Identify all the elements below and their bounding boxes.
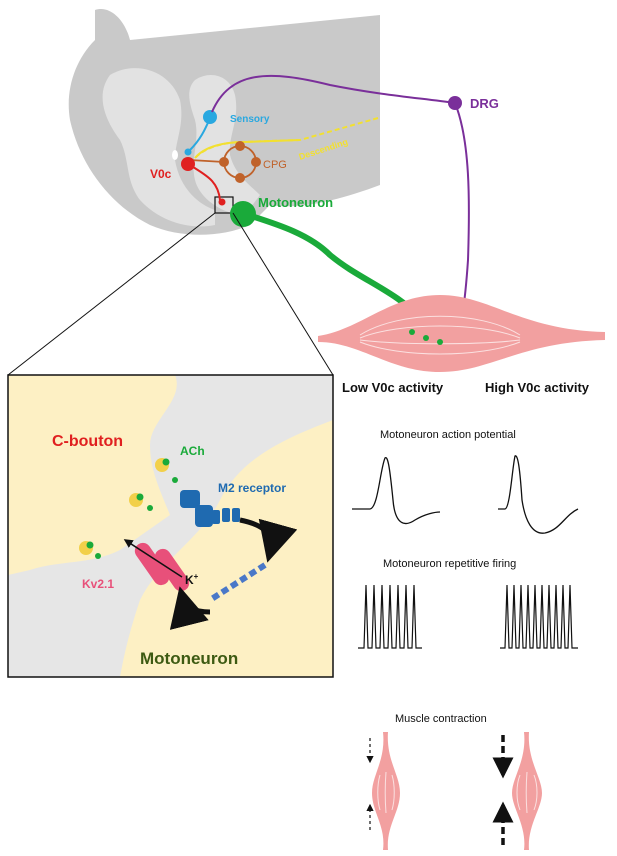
c-bouton-label: C-bouton (52, 433, 123, 450)
ach-label: ACh (180, 444, 205, 458)
high-activity-title: High V0c activity (485, 380, 590, 395)
nmj-2 (423, 335, 429, 341)
zoom-line-left (7, 212, 216, 376)
v0c-label: V0c (150, 167, 172, 181)
repetitive-firing-title: Motoneuron repetitive firing (383, 558, 516, 570)
motoneuron-soma (230, 201, 256, 227)
cpg-network (189, 141, 261, 183)
m2-signal-arrow (239, 517, 298, 563)
k-ion-label: K+ (185, 572, 199, 587)
k-efflux-arrow (123, 539, 183, 578)
drg-label: DRG (470, 96, 499, 111)
drg-neuron (448, 96, 462, 110)
m2-receptor-label: M2 receptor (218, 481, 286, 495)
m2-receptor (180, 490, 240, 527)
nmj-3 (437, 339, 443, 345)
inset-motoneuron-label: Motoneuron (140, 649, 238, 668)
drg-peripheral-axon (454, 102, 470, 319)
kv21-label: Kv2.1 (82, 577, 114, 591)
muscle-contraction-title: Muscle contraction (395, 713, 487, 725)
sensory-label: Sensory (230, 114, 270, 125)
repetitive-firing-high (500, 584, 578, 649)
drg-central-axon (211, 74, 456, 113)
spinal-cord-section (68, 9, 380, 235)
sensory-terminal (184, 148, 192, 156)
zoom-box (214, 196, 234, 214)
muscle-top (318, 295, 605, 372)
sensory-neuron (203, 110, 217, 124)
ach-vesicles (79, 458, 178, 559)
central-canal (172, 150, 178, 160)
inset-panel (7, 374, 334, 678)
k-ion-symbol: K (185, 573, 194, 587)
nmj-1 (409, 329, 415, 335)
descending-axon-solid (194, 139, 301, 159)
gray-matter (102, 68, 215, 227)
muscle-high (512, 732, 542, 850)
v0c-neuron (181, 157, 195, 171)
zoom-line-right (232, 212, 334, 376)
c-bouton-shape (8, 375, 177, 575)
action-potential-high (498, 455, 579, 534)
action-potential-title: Motoneuron action potential (380, 429, 516, 441)
action-potential-low (352, 457, 441, 524)
muscle-striations (377, 771, 538, 814)
kv-modulation-arrow (169, 586, 211, 630)
motoneuron-label: Motoneuron (258, 195, 333, 210)
v0c-terminal (218, 198, 226, 206)
k-ion-charge: + (194, 572, 199, 581)
cpg-label: CPG (263, 159, 287, 171)
low-activity-title: Low V0c activity (342, 380, 444, 395)
motoneuron-axon (245, 212, 428, 325)
repetitive-firing-low (358, 584, 422, 649)
muscle-low (372, 732, 400, 850)
